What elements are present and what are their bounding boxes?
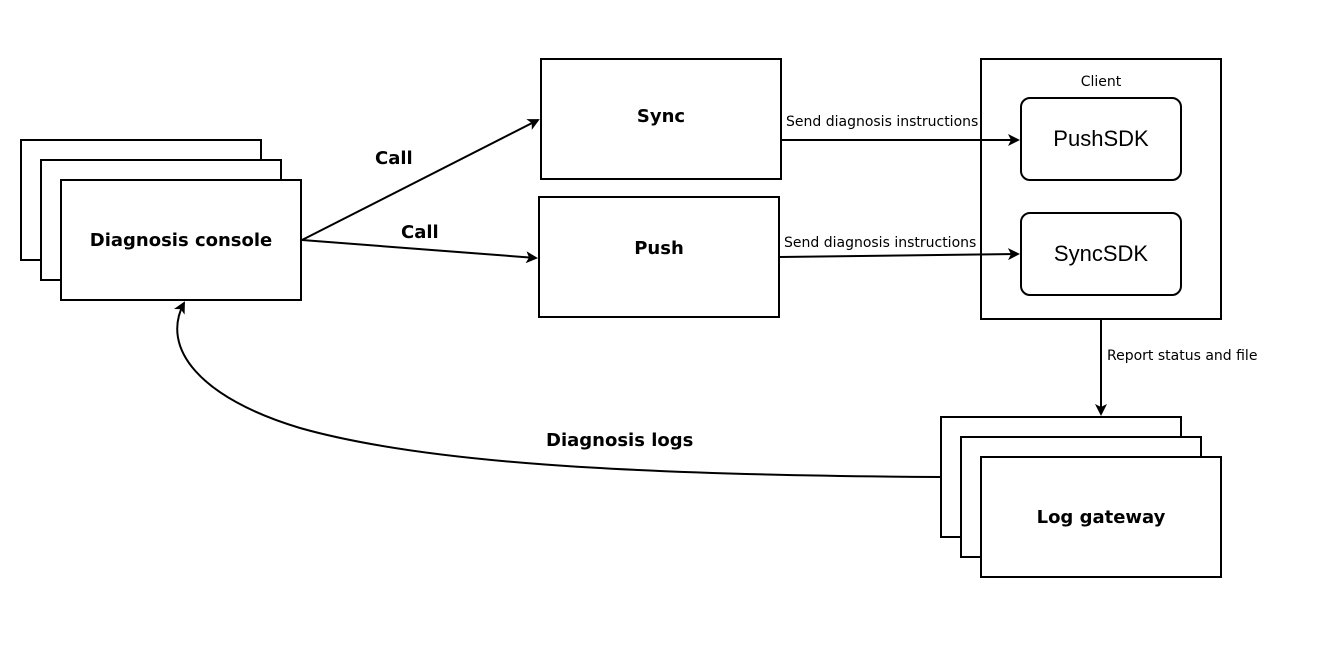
push-node: Push bbox=[538, 196, 780, 318]
sync-node: Sync bbox=[540, 58, 782, 180]
log-gateway-label: Log gateway bbox=[1036, 506, 1166, 528]
sync-sdk-label: SyncSDK bbox=[1053, 241, 1149, 266]
call-push-label: Call bbox=[401, 222, 439, 243]
sync-label: Sync bbox=[636, 106, 686, 127]
push-sdk-label: PushSDK bbox=[1053, 126, 1149, 151]
diagnosis-console-label: Diagnosis console bbox=[89, 229, 273, 251]
diagnosis-console-node: Diagnosis console bbox=[60, 179, 302, 301]
push-send-instructions-label: Send diagnosis instructions bbox=[784, 235, 977, 251]
client-label: Client bbox=[1080, 74, 1122, 90]
push-label: Push bbox=[634, 238, 684, 259]
report-status-label: Report status and file bbox=[1107, 348, 1258, 364]
sync-send-instructions-label: Send diagnosis instructions bbox=[786, 114, 979, 130]
diagnosis-logs-label: Diagnosis logs bbox=[546, 430, 694, 451]
push-sdk-node: PushSDK bbox=[1020, 97, 1182, 181]
call-sync-label: Call bbox=[375, 148, 413, 169]
log-gateway-node: Log gateway bbox=[980, 456, 1222, 578]
sync-sdk-node: SyncSDK bbox=[1020, 212, 1182, 296]
